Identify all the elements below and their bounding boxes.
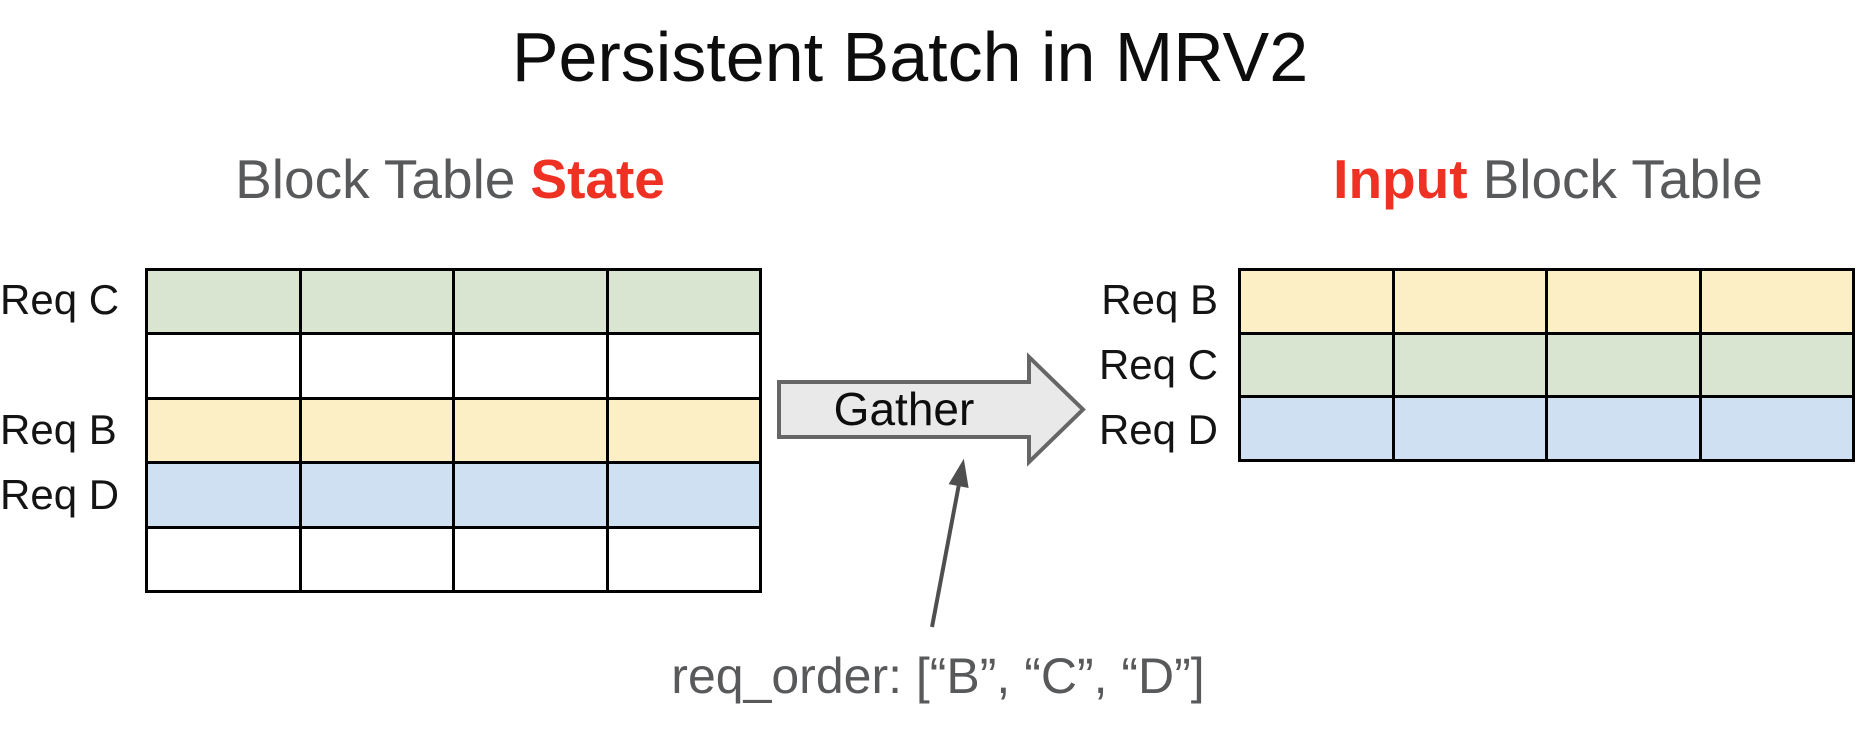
block-cell (608, 399, 759, 462)
left-row-label-req-c: Req C (0, 276, 120, 323)
right-row-label-req-d: Req D (1098, 406, 1218, 453)
block-cell (1394, 398, 1545, 459)
block-cell (1701, 334, 1852, 396)
req-order-annotation: req_order: [“B”, “C”, “D”] (671, 648, 1205, 704)
block-cell (455, 335, 606, 397)
block-cell (301, 464, 452, 526)
left-heading-highlight-text: State (530, 148, 665, 210)
block-cell (1701, 271, 1852, 332)
block-cell (1548, 398, 1699, 459)
block-cell (148, 399, 299, 462)
block-cell (148, 464, 299, 526)
left-row-label-req-b: Req B (0, 406, 117, 453)
block-cell (148, 271, 299, 333)
left-row-label-req-d: Req D (0, 471, 120, 518)
right-table-heading: Input Block Table (1333, 152, 1763, 207)
block-cell (1394, 271, 1545, 332)
gather-arrow-label: Gather (833, 383, 975, 435)
block-cell (608, 464, 759, 526)
block-cell (1548, 334, 1699, 396)
block-cell (1241, 271, 1392, 332)
diagram-title: Persistent Batch in MRV2 (511, 18, 1309, 96)
input-block-table (1238, 268, 1855, 462)
right-heading-normal-text: Block Table (1482, 148, 1763, 210)
block-cell (148, 335, 299, 397)
block-cell (608, 335, 759, 397)
block-cell (148, 528, 299, 590)
block-cell (1548, 271, 1699, 332)
block-cell (455, 528, 606, 590)
block-cell (301, 399, 452, 462)
block-cell (1241, 334, 1392, 396)
block-cell (301, 271, 452, 333)
left-table-heading: Block Table State (235, 152, 665, 207)
block-cell (301, 528, 452, 590)
block-cell (301, 335, 452, 397)
annotation-arrow (930, 458, 969, 628)
right-heading-highlight-text: Input (1333, 148, 1468, 210)
right-row-label-req-c: Req C (1098, 341, 1218, 388)
left-heading-normal-text: Block Table (235, 148, 516, 210)
right-row-label-req-b: Req B (1101, 276, 1218, 323)
block-cell (455, 271, 606, 333)
block-cell (608, 271, 759, 333)
block-cell (1394, 334, 1545, 396)
block-cell (455, 399, 606, 462)
block-table-state (145, 268, 762, 593)
block-cell (1241, 398, 1392, 459)
block-cell (455, 464, 606, 526)
block-cell (608, 528, 759, 590)
block-cell (1701, 398, 1852, 459)
